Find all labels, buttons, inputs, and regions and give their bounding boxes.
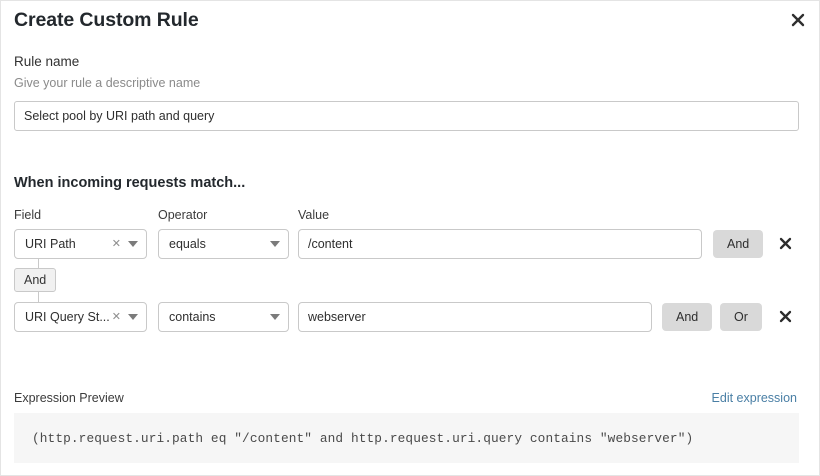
rule-name-help-text: Give your rule a descriptive name bbox=[14, 76, 201, 90]
chevron-down-icon[interactable] bbox=[128, 314, 138, 320]
clear-icon[interactable]: ✕ bbox=[111, 310, 121, 323]
value-input-2[interactable] bbox=[298, 302, 652, 332]
condition-row: URI Path ✕ equals And bbox=[1, 229, 819, 259]
clear-icon[interactable]: ✕ bbox=[111, 237, 121, 250]
and-button-2[interactable]: And bbox=[662, 303, 713, 331]
field-select-2-value: URI Query St... bbox=[25, 310, 110, 324]
column-header-operator: Operator bbox=[158, 208, 208, 222]
operator-select-2[interactable]: contains bbox=[158, 302, 289, 332]
chevron-down-icon[interactable] bbox=[128, 241, 138, 247]
close-icon[interactable] bbox=[785, 7, 811, 33]
expression-preview-label: Expression Preview bbox=[14, 391, 124, 405]
expression-code: (http.request.uri.path eq "/content" and… bbox=[32, 430, 694, 446]
and-button-1[interactable]: And bbox=[713, 230, 764, 258]
column-header-field: Field bbox=[14, 208, 42, 222]
or-button-2[interactable]: Or bbox=[720, 303, 762, 331]
field-select-2[interactable]: URI Query St... ✕ bbox=[14, 302, 147, 332]
remove-condition-2-icon[interactable] bbox=[774, 305, 796, 327]
rule-name-label: Rule name bbox=[14, 54, 80, 69]
chevron-down-icon[interactable] bbox=[270, 241, 280, 247]
connector-line-bottom bbox=[38, 291, 39, 302]
rule-name-input[interactable] bbox=[14, 101, 799, 131]
operator-select-1-value: equals bbox=[169, 237, 206, 251]
operator-select-2-value: contains bbox=[169, 310, 216, 324]
column-header-value: Value bbox=[298, 208, 330, 222]
value-input-1[interactable] bbox=[298, 229, 702, 259]
field-select-1[interactable]: URI Path ✕ bbox=[14, 229, 147, 259]
edit-expression-link[interactable]: Edit expression bbox=[711, 391, 797, 405]
connector-line-top bbox=[38, 259, 39, 269]
match-section-heading: When incoming requests match... bbox=[14, 175, 246, 191]
group-connector-and-badge[interactable]: And bbox=[14, 268, 57, 292]
chevron-down-icon[interactable] bbox=[270, 314, 280, 320]
page-title: Create Custom Rule bbox=[14, 9, 199, 31]
operator-select-1[interactable]: equals bbox=[158, 229, 289, 259]
condition-row: URI Query St... ✕ contains And Or bbox=[1, 302, 819, 332]
field-select-1-value: URI Path bbox=[25, 237, 76, 251]
remove-condition-1-icon[interactable] bbox=[774, 232, 796, 254]
expression-preview-box: (http.request.uri.path eq "/content" and… bbox=[14, 413, 799, 463]
